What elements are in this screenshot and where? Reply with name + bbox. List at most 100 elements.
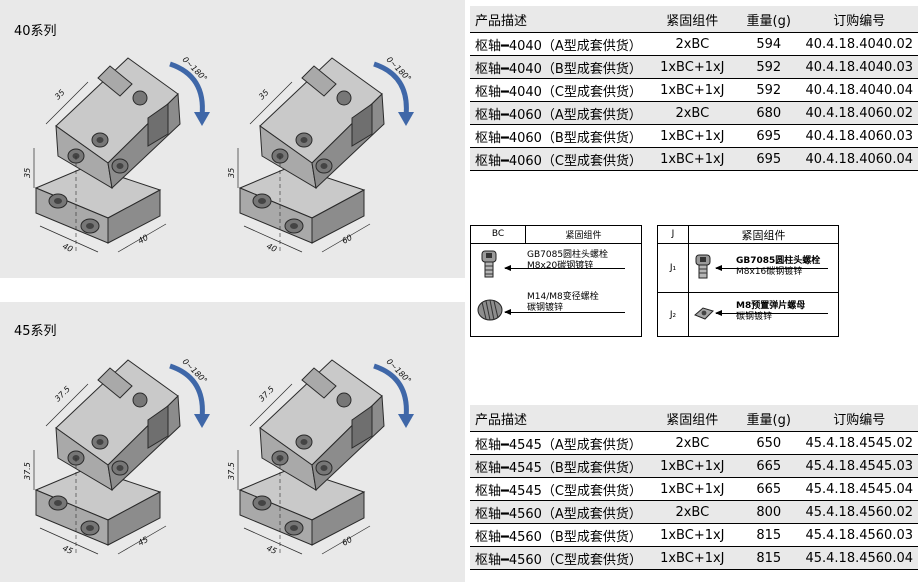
base-block-side <box>311 189 365 244</box>
legend-bc-code: BC <box>471 226 526 243</box>
cell-order: 45.4.18.4545.03 <box>800 454 918 478</box>
bolt-hole-inner <box>300 439 308 445</box>
dimension-label: 60 <box>341 535 354 548</box>
cell-desc: 枢轴━4060（B型成套供货） <box>470 124 648 148</box>
bolt-hole <box>132 90 148 106</box>
socket-cap-screw-icon <box>481 250 497 278</box>
cell-fasteners: 2xBC <box>647 101 737 125</box>
dimension-line <box>45 81 89 125</box>
dimension-line <box>39 225 99 253</box>
legend-j1-code: J₁ <box>658 244 689 292</box>
bolt-hole-inner <box>290 525 298 531</box>
dimension-label: 35 <box>257 88 271 102</box>
dimension-line <box>243 527 303 555</box>
bolt-hole-inner <box>258 198 266 204</box>
cell-weight: 695 <box>737 147 801 171</box>
cell-desc: 枢轴━4545（B型成套供货） <box>470 454 648 478</box>
bolt-hole <box>132 392 148 408</box>
legend-bc-item1-line1: GB7085圆柱头螺栓 <box>527 250 609 260</box>
slot-notch <box>147 103 169 147</box>
slot-notch <box>301 65 337 97</box>
dimension-line <box>117 223 167 253</box>
dimension-label: 37.5 <box>257 384 276 403</box>
slot-notch <box>147 405 169 449</box>
cell-fasteners: 1xBC+1xJ <box>647 124 737 148</box>
threaded-insert-icon <box>477 299 503 321</box>
rotation-arrow-head <box>398 112 414 126</box>
rotation-arrow-head <box>398 414 414 428</box>
dimension-label: 45 <box>265 544 278 556</box>
bolt-hole-inner <box>290 223 298 229</box>
cell-weight: 592 <box>737 78 801 102</box>
legend-j-code: J <box>658 226 689 243</box>
bolt-hole <box>336 392 352 408</box>
bolt-hole-inner <box>116 163 124 169</box>
slot-notch <box>301 367 337 399</box>
rotation-arrow <box>169 363 205 419</box>
cell-fasteners: 1xBC+1xJ <box>647 546 737 570</box>
cell-desc: 枢轴━4060（C型成套供货） <box>470 147 648 171</box>
dimension-line <box>249 81 293 125</box>
slot-notch <box>97 65 133 97</box>
dimension-line <box>321 525 371 555</box>
cell-desc: 枢轴━4545（A型成套供货） <box>470 431 648 455</box>
legend-bc-item: M14/M8变径螺栓 碳钢镀锌 <box>471 288 641 334</box>
legend-j2-line2: 碳钢镀锌 <box>736 312 773 322</box>
order-table-40: 产品描述 紧固组件 重量(g) 订购编号 枢轴━4040（A型成套供货）2xBC… <box>470 6 918 171</box>
legend-j1-line2: M8x16碳钢镀锌 <box>736 267 803 277</box>
cell-desc: 枢轴━4560（B型成套供货） <box>470 523 648 547</box>
rotation-arrow <box>373 61 409 117</box>
col-fasteners: 紧固组件 <box>647 405 737 432</box>
cell-order: 40.4.18.4060.04 <box>800 147 918 171</box>
order-table-45: 产品描述 紧固组件 重量(g) 订购编号 枢轴━4545（A型成套供货）2xBC… <box>470 405 918 570</box>
legend-bc-item: GB7085圆柱头螺栓 M8x20碳钢镀锌 <box>471 244 641 288</box>
legend-j: J 紧固组件 J₁ GB7085圆柱头螺栓 M8x16碳钢镀锌 J₂ M8预置弹… <box>657 225 839 337</box>
legend-j1-line1: GB7085圆柱头螺栓 <box>736 256 821 266</box>
legend-j-item: J₂ M8预置弹片螺母 碳钢镀锌 <box>658 293 838 336</box>
table-header-row: 产品描述 紧固组件 重量(g) 订购编号 <box>470 6 918 33</box>
cell-order: 40.4.18.4060.02 <box>800 101 918 125</box>
dimension-label: 45 <box>137 535 150 548</box>
cell-desc: 枢轴━4545（C型成套供货） <box>470 477 648 501</box>
cell-weight: 800 <box>737 500 801 524</box>
bolt-hole-inner <box>258 500 266 506</box>
col-desc: 产品描述 <box>470 405 648 432</box>
bolt-hole-inner <box>86 525 94 531</box>
col-fasteners: 紧固组件 <box>647 6 737 33</box>
col-desc: 产品描述 <box>470 6 648 33</box>
spring-nut-icon <box>694 307 714 320</box>
legend-bc-item2-line2: 碳钢镀锌 <box>527 303 564 313</box>
socket-cap-screw-icon <box>695 254 711 279</box>
cell-order: 45.4.18.4545.04 <box>800 477 918 501</box>
cell-order: 40.4.18.4040.04 <box>800 78 918 102</box>
cell-fasteners: 2xBC <box>647 32 737 56</box>
cell-desc: 枢轴━4560（A型成套供货） <box>470 500 648 524</box>
dimension-label: 60 <box>341 233 354 246</box>
bolt-hole-inner <box>116 465 124 471</box>
bolt-hole-inner <box>320 163 328 169</box>
dimension-label: 37.5 <box>227 462 236 480</box>
dimension-label: 35 <box>227 168 236 178</box>
cell-weight: 665 <box>737 454 801 478</box>
cell-desc: 枢轴━4040（A型成套供货） <box>470 32 648 56</box>
col-order: 订购编号 <box>800 6 918 33</box>
cell-weight: 594 <box>737 32 801 56</box>
cell-order: 40.4.18.4060.03 <box>800 124 918 148</box>
legend-j2-code: J₂ <box>658 293 689 336</box>
dimension-label: 35 <box>23 168 32 178</box>
cell-fasteners: 1xBC+1xJ <box>647 523 737 547</box>
dimension-line <box>321 223 371 253</box>
cell-desc: 枢轴━4060（A型成套供货） <box>470 101 648 125</box>
legend-j-title: 紧固组件 <box>741 228 786 242</box>
slot-notch <box>351 405 373 449</box>
bolt-hole <box>336 90 352 106</box>
rotation-arrow <box>169 61 205 117</box>
